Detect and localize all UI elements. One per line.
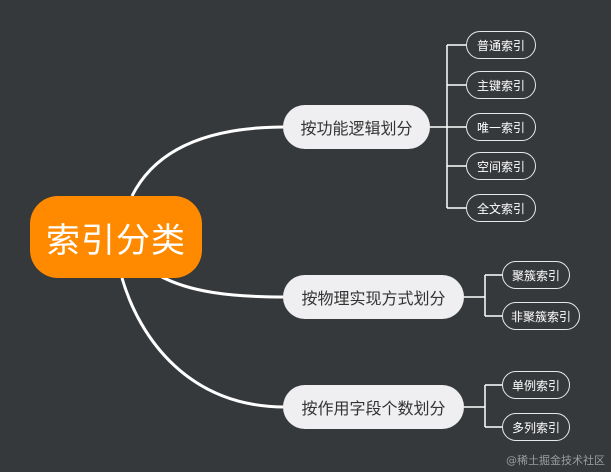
leaf-node-unique-index[interactable]: 唯一索引 (466, 113, 536, 141)
connector-root-branch-3 (120, 277, 286, 409)
connector-root-branch-1 (130, 125, 286, 197)
leaf-node-normal-index[interactable]: 普通索引 (466, 31, 536, 59)
branch-node-field-count[interactable]: 按作用字段个数划分 (283, 385, 464, 429)
connector-root-branch-2 (159, 274, 286, 299)
branch-node-physical[interactable]: 按物理实现方式划分 (283, 275, 464, 319)
leaf-node-multi-column-index[interactable]: 多列索引 (502, 413, 570, 441)
watermark: @稀土掘金技术社区 (506, 454, 605, 467)
leaf-node-single-column-index[interactable]: 单例索引 (502, 371, 570, 399)
leaf-node-primary-key-index[interactable]: 主键索引 (466, 71, 536, 99)
connector-branch-1-leaves (430, 44, 466, 209)
branch-node-functional[interactable]: 按功能逻辑划分 (283, 105, 430, 149)
connector-branch-2-leaves (464, 274, 502, 317)
leaf-node-clustered-index[interactable]: 聚簇索引 (502, 261, 570, 289)
root-node[interactable]: 索引分类 (30, 196, 202, 278)
connector-branch-3-leaves (464, 384, 502, 428)
leaf-node-nonclustered-index[interactable]: 非聚簇索引 (502, 302, 580, 330)
leaf-node-fulltext-index[interactable]: 全文索引 (466, 194, 536, 222)
leaf-node-spatial-index[interactable]: 空间索引 (466, 152, 536, 180)
